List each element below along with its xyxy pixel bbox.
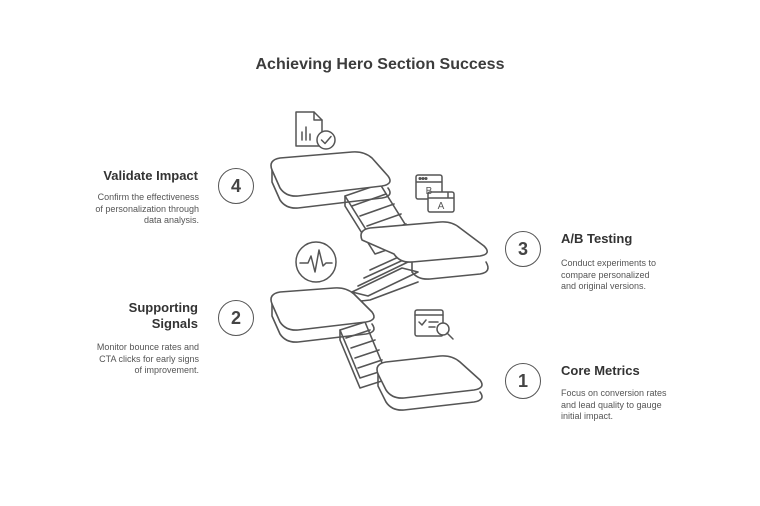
step-3-description: Conduct experiments to compare personali…: [561, 258, 657, 291]
step-4-title: Validate Impact: [103, 168, 198, 183]
platform-1: [376, 355, 483, 411]
report-check-icon: [295, 111, 336, 150]
step-2-title: Supporting Signals: [128, 300, 198, 331]
platform-4: [270, 151, 391, 209]
step-2-number-circle: 2: [218, 300, 254, 336]
step-3-number-circle: 3: [505, 231, 541, 267]
step-1-title: Core Metrics: [561, 363, 640, 378]
ab-icon-letter-b: B: [426, 186, 433, 197]
magnifier-checklist-icon: [414, 309, 454, 340]
step-3-title: A/B Testing: [561, 231, 633, 246]
step-2-description: Monitor bounce rates and CTA clicks for …: [96, 342, 199, 375]
ab-icon-letter-a: A: [438, 201, 445, 212]
platform-2: [270, 287, 375, 343]
diagram-title: Achieving Hero Section Success: [255, 56, 505, 73]
step-1-description: Focus on conversion rates and lead quali…: [561, 388, 667, 421]
step-1-number-circle: 1: [505, 363, 541, 399]
ab-windows-icon: [415, 174, 455, 213]
pulse-icon: [295, 241, 337, 283]
step-4-description: Confirm the effectiveness of personaliza…: [95, 192, 199, 225]
platform-3: [360, 221, 489, 280]
step-4-number-circle: 4: [218, 168, 254, 204]
